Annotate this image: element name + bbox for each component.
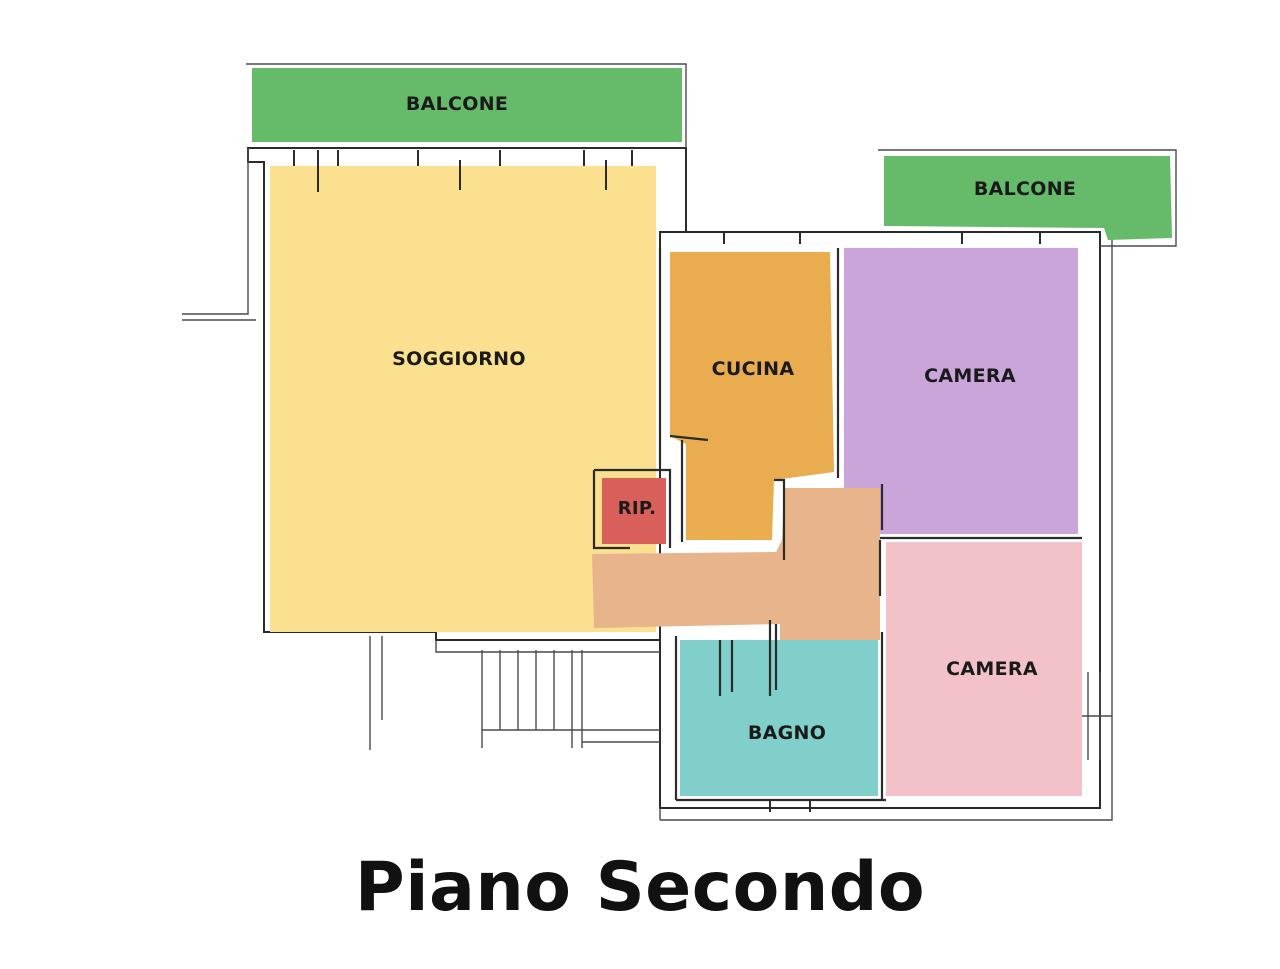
room-soggiorno [270,166,656,632]
label-ripostiglio: RIP. [618,498,656,519]
label-cucina: CUCINA [712,358,795,380]
room-cucina [670,252,834,540]
window-marks-top-right [723,232,1041,244]
balcony-right-frame [878,149,1177,247]
room-disimpegno [592,488,880,646]
stair-treads [481,650,660,748]
label-balcone-left: BALCONE [406,93,508,115]
room-camera-bottom [886,542,1082,796]
window-marks-top-left [293,150,633,192]
window-marks-bottom [769,800,811,812]
wall-hall-top [774,478,786,560]
wall-bottom-mid [435,640,660,653]
window-marks [293,150,1041,812]
plan-lines [182,63,1177,821]
wall-cucina-inner [669,434,709,542]
wall-ripostiglio [592,468,672,550]
wall-bagno-top [674,636,886,802]
wall-hall-right [878,484,884,800]
wall-right-tick [1082,672,1112,760]
floor-title: Piano Secondo [354,848,926,927]
room-bagno [680,640,878,796]
room-balcone-right [884,156,1172,240]
wall-bottom-right [659,232,1113,821]
label-camera-top: CAMERA [924,365,1016,387]
room-balcone-left [252,68,682,142]
wall-bagno-stubs [718,620,778,696]
room-labels: BALCONE BALCONE SOGGIORNO CUCINA CAMERA … [392,93,1076,744]
label-bagno: BAGNO [748,722,826,744]
balcony-left-frame [246,63,687,148]
label-camera-bottom: CAMERA [946,658,1038,680]
wall-left-stub [182,148,249,315]
label-balcone-right: BALCONE [974,178,1076,200]
label-soggiorno: SOGGIORNO [392,348,526,370]
interior-walls [592,248,1082,802]
room-ripostiglio [602,478,666,544]
